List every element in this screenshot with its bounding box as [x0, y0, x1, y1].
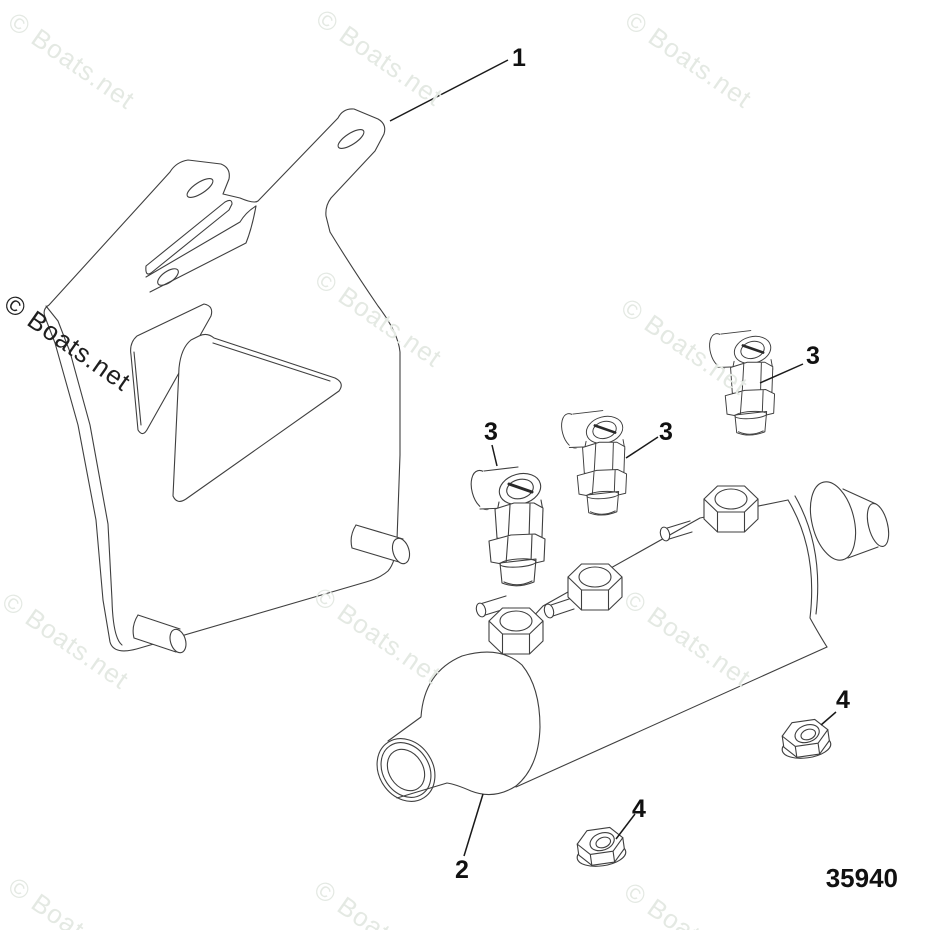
bracket-peg: [132, 614, 187, 654]
flange-nut: [573, 825, 628, 870]
leader-line-3c: [759, 363, 804, 384]
bracket-peg: [350, 524, 411, 565]
cooler-stub-pin: [543, 597, 575, 619]
cooler-hex-boss: [488, 607, 544, 655]
callout-4-nut: 4: [632, 795, 646, 823]
cooler-stub-pin: [659, 520, 693, 542]
callout-4-nut: 4: [836, 686, 850, 714]
callout-3-fitting: 3: [806, 342, 820, 370]
leader-line-1: [389, 59, 509, 122]
cooler-part: [376, 481, 890, 802]
elbow-fitting: [704, 329, 776, 437]
leader-line-3a: [491, 444, 498, 467]
diagram-number: 35940: [826, 863, 898, 893]
leader-line-3b: [625, 436, 659, 459]
flange-nut: [778, 717, 833, 762]
cooler-stub-pin: [475, 595, 509, 618]
leader-line-4b: [615, 813, 636, 840]
callout-leader-lines: [389, 59, 837, 857]
leader-line-2: [463, 793, 484, 857]
callout-3-fitting: 3: [484, 418, 498, 446]
cooler-hose-barb: [809, 481, 890, 561]
elbow-fitting: [465, 465, 547, 588]
callout-1-bracket: 1: [512, 44, 526, 72]
cooler-hex-boss: [703, 485, 759, 533]
callout-3-fitting: 3: [659, 418, 673, 446]
elbow-fitting: [556, 409, 628, 517]
callout-2-cooler: 2: [455, 856, 469, 884]
leader-line-4a: [820, 711, 837, 726]
cooler-hex-boss: [567, 563, 623, 611]
bracket-part: [43, 108, 411, 654]
